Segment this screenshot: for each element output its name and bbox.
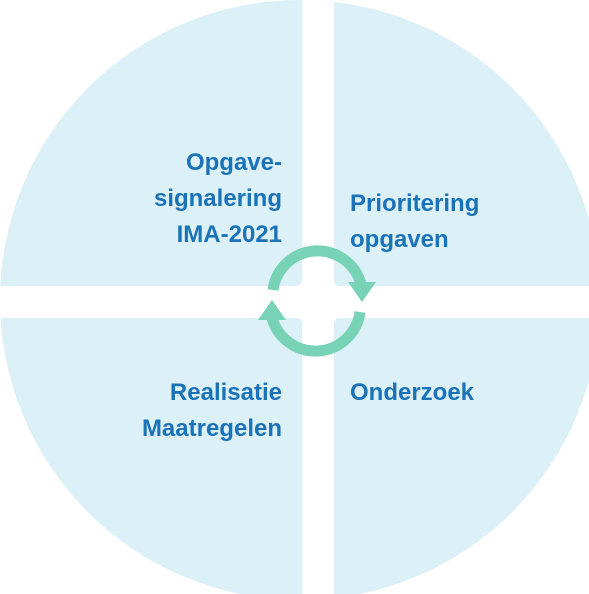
label-line: Maatregelen	[141, 415, 282, 442]
quadrant-bottom-right	[334, 318, 589, 594]
label-onderzoek: Onderzoek	[350, 375, 474, 411]
label-line: IMA-2021	[176, 221, 282, 248]
label-line: Prioritering	[350, 190, 480, 217]
label-line: signalering	[153, 185, 282, 212]
label-line: Onderzoek	[350, 379, 475, 406]
quadrant-bottom-left	[0, 318, 302, 594]
label-line: Opgave-	[185, 149, 282, 176]
label-realisatie-maatregelen: Realisatie Maatregelen	[142, 375, 282, 447]
label-opgavesignalering: Opgave- signalering IMA-2021	[154, 145, 282, 253]
label-line: opgaven	[350, 226, 449, 253]
cycle-arrows-icon	[258, 245, 376, 357]
label-prioritering-opgaven: Prioritering opgaven	[350, 186, 479, 258]
label-line: Realisatie	[169, 379, 282, 406]
